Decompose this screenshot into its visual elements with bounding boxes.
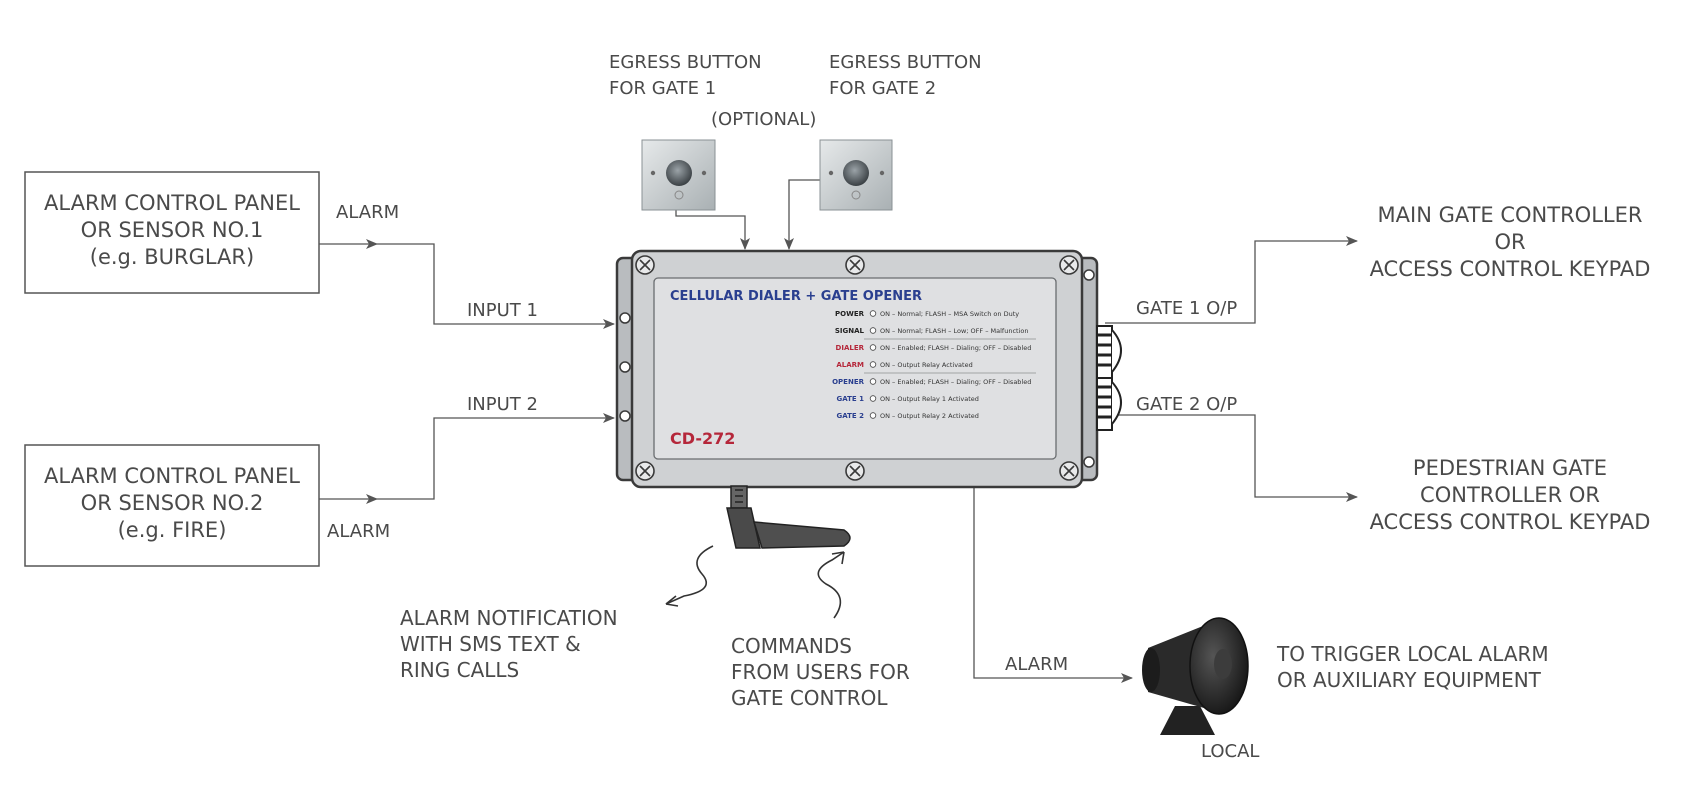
- led-indicator: [869, 378, 877, 385]
- led-description: ON – Output Relay 1 Activated: [880, 395, 979, 403]
- antenna: [726, 485, 851, 549]
- sensor1-box: [24, 171, 320, 294]
- led-indicator: [869, 412, 877, 419]
- sensor1-signal-label: ALARM: [336, 202, 400, 223]
- device-model: CD-272: [670, 429, 735, 448]
- led-indicator: [869, 344, 877, 351]
- sensor2-label: ALARM CONTROL PANEL OR SENSOR NO.2 (e.g.…: [44, 464, 300, 542]
- egress1-label: EGRESS BUTTON FOR GATE 1: [609, 52, 762, 99]
- device-title: CELLULAR DIALER + GATE OPENER: [670, 289, 922, 304]
- gate2-output-label: GATE 2 O/P: [1136, 394, 1238, 415]
- led-description: ON – Output Relay 2 Activated: [880, 412, 979, 420]
- led-label: DIALER: [836, 344, 865, 352]
- led-description: ON – Enabled; FLASH – Dialing; OFF – Dis…: [880, 344, 1031, 352]
- led-description: ON – Normal; FLASH – MSA Switch on Duty: [880, 310, 1019, 318]
- gate2-gland: [1096, 377, 1122, 431]
- sensor1-label: ALARM CONTROL PANEL OR SENSOR NO.1 (e.g.…: [44, 191, 300, 269]
- led-indicator: [869, 361, 877, 368]
- led-label: GATE 2: [837, 412, 865, 420]
- gate1-output-label: GATE 1 O/P: [1136, 298, 1238, 319]
- notification-arrowhead: [665, 595, 679, 607]
- device-enclosure: [615, 249, 1099, 489]
- egress2-line: [784, 179, 820, 250]
- led-label: ALARM: [836, 361, 864, 369]
- led-indicator: [869, 310, 877, 317]
- led-indicator: [869, 395, 877, 402]
- led-legend: POWER ON – Normal; FLASH – MSA Switch on …: [832, 310, 1036, 420]
- gate1-target-label: MAIN GATE CONTROLLER OR ACCESS CONTROL K…: [1369, 203, 1651, 281]
- input1-line: [377, 243, 615, 329]
- gate1-gland: [1096, 325, 1122, 379]
- local-alarm-target-label: TO TRIGGER LOCAL ALARM OR AUXILIARY EQUI…: [1277, 642, 1549, 692]
- sensor2-box: [24, 444, 320, 567]
- local-alarm-signal-label: ALARM: [1005, 654, 1069, 675]
- egress2-label: EGRESS BUTTON FOR GATE 2: [829, 52, 982, 99]
- sensor2-signal-label: ALARM: [327, 521, 391, 542]
- gate2-target-label: PEDESTRIAN GATE CONTROLLER OR ACCESS CON…: [1369, 456, 1651, 534]
- commands-wave-arrow: [817, 551, 845, 619]
- egress-button-1: [641, 139, 716, 211]
- alarm-notification-label: ALARM NOTIFICATION WITH SMS TEXT & RING …: [400, 606, 618, 682]
- commands-label: COMMANDS FROM USERS FOR GATE CONTROL: [731, 634, 910, 710]
- gate1-output-line: [1105, 236, 1358, 324]
- input2-label: INPUT 2: [467, 394, 538, 415]
- led-description: ON – Normal; FLASH – Low; OFF – Malfunct…: [880, 327, 1028, 335]
- led-label: SIGNAL: [835, 327, 865, 335]
- led-label: GATE 1: [837, 395, 865, 403]
- led-description: ON – Output Relay Activated: [880, 361, 973, 369]
- notification-wave-arrow: [665, 545, 714, 605]
- led-label: POWER: [835, 310, 865, 318]
- egress-optional-label: (OPTIONAL): [711, 109, 817, 130]
- led-description: ON – Enabled; FLASH – Dialing; OFF – Dis…: [880, 378, 1031, 386]
- input2-line: [377, 413, 615, 500]
- led-indicator: [869, 327, 877, 334]
- siren-horn-icon: [1142, 617, 1249, 735]
- egress-button-2: [819, 139, 893, 211]
- local-alarm-line: [973, 488, 1133, 683]
- local-caption: LOCAL: [1201, 741, 1260, 762]
- gate2-output-line: [1105, 414, 1358, 502]
- led-label: OPENER: [832, 378, 865, 386]
- input1-label: INPUT 1: [467, 300, 538, 321]
- enclosure-screws: [635, 255, 1079, 481]
- commands-arrowhead: [831, 551, 845, 565]
